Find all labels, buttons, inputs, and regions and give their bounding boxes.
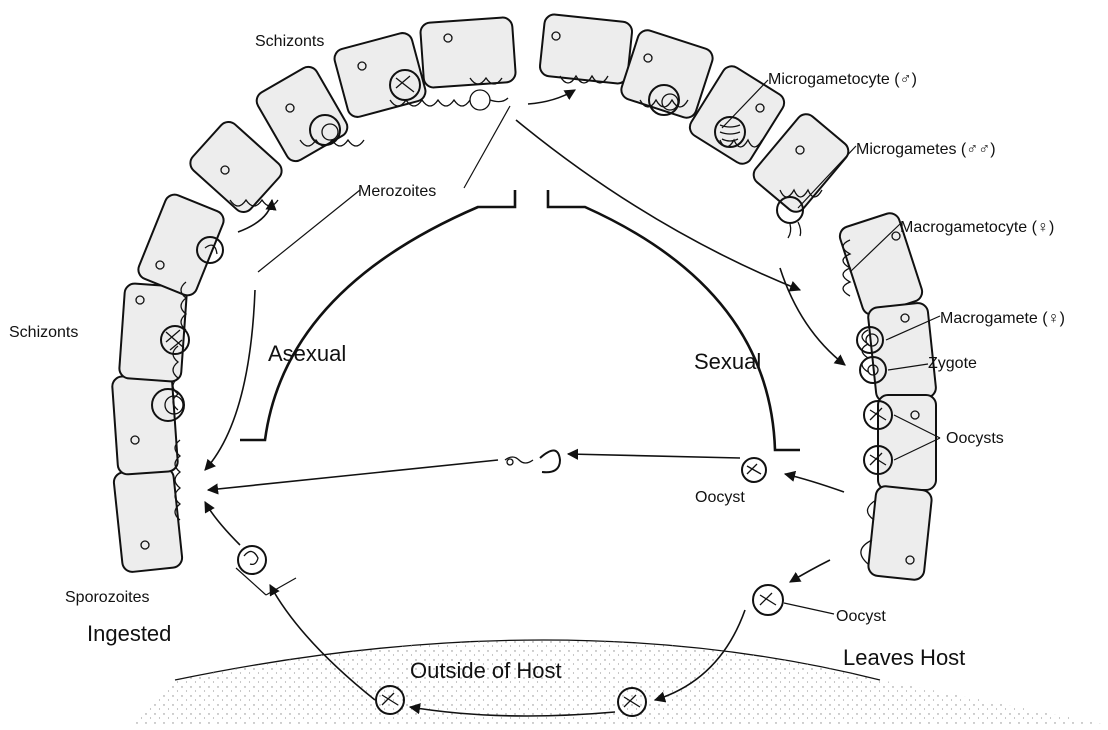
label-oocyst-center: Oocyst <box>695 489 745 506</box>
asexual-bracket <box>240 190 515 440</box>
label-microgametocyte: Microgametocyte (♂) <box>768 71 917 88</box>
label-merozoites: Merozoites <box>358 183 436 200</box>
oocyst-leaving <box>753 585 783 615</box>
label-zygote: Zygote <box>928 355 977 372</box>
epithelial-cell <box>253 63 351 165</box>
cycle-arrows <box>205 90 845 716</box>
merozoite-top <box>470 90 508 110</box>
epithelial-cell <box>867 485 932 580</box>
phase-brackets <box>240 190 800 450</box>
sporozoites-shape <box>238 546 266 574</box>
label-stage-ingested: Ingested <box>87 621 171 646</box>
cell-nuclei <box>131 32 919 564</box>
epithelial-cell <box>420 17 516 88</box>
microvilli <box>173 76 876 564</box>
epithelial-cell <box>539 14 633 85</box>
label-phase-asexual: Asexual <box>268 341 346 366</box>
epithelial-cell <box>186 118 285 216</box>
label-macrogamete: Macrogamete (♀) <box>940 310 1065 327</box>
oocyst-center-shape <box>742 458 766 482</box>
label-sporozoites: Sporozoites <box>65 589 150 606</box>
label-macrogametocyte: Macrogametocyte (♀) <box>900 219 1054 236</box>
label-stage-leaves-host: Leaves Host <box>843 645 965 670</box>
label-schizonts-left: Schizonts <box>9 324 78 341</box>
epithelial-cell <box>113 467 183 573</box>
sporozoites-excysting <box>505 450 560 472</box>
epithelium-left <box>112 17 517 573</box>
label-oocysts: Oocysts <box>946 430 1004 447</box>
epithelial-cell <box>878 395 936 490</box>
label-microgametes: Microgametes (♂♂) <box>856 141 996 158</box>
label-oocyst-lower: Oocyst <box>836 608 886 625</box>
label-phase-sexual: Sexual <box>694 349 761 374</box>
label-schizonts-top: Schizonts <box>255 33 324 50</box>
epithelial-cell <box>867 302 937 403</box>
label-stage-outside-host: Outside of Host <box>410 658 562 683</box>
